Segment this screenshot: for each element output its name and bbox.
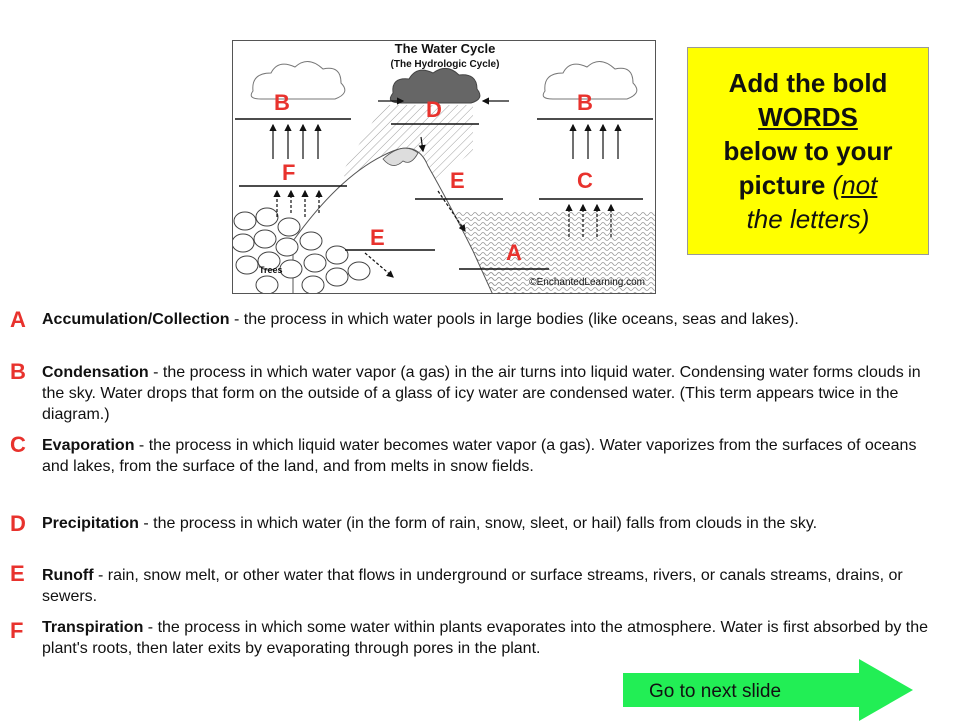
- term-letter-e: E: [10, 561, 25, 586]
- water-cycle-diagram: The Water Cycle (The Hydrologic Cycle) T…: [232, 40, 656, 294]
- term-accumulation: Accumulation/Collection - the process in…: [42, 309, 947, 330]
- term-definition: - the process in which water vapor (a ga…: [42, 364, 921, 423]
- term-definition: - the process in which water pools in la…: [229, 311, 799, 328]
- instruction-line-5: the letters): [746, 204, 870, 234]
- term-definition: - the process in which liquid water beco…: [42, 437, 917, 475]
- diagram-letter-c: C: [577, 168, 593, 193]
- term-evaporation: Evaporation - the process in which liqui…: [42, 435, 947, 477]
- diagram-letter-f: F: [282, 160, 296, 185]
- diagram-copyright: ©EnchantedLearning.com: [529, 277, 645, 288]
- term-name: Precipitation: [42, 515, 139, 532]
- term-condensation: Condensation - the process in which wate…: [42, 362, 947, 425]
- next-slide-button[interactable]: Go to next slide: [623, 659, 913, 721]
- term-name: Condensation: [42, 364, 149, 381]
- diagram-letter-b-left: B: [274, 90, 290, 115]
- term-letter-d: D: [10, 511, 26, 536]
- arrow-right-icon: [623, 659, 913, 721]
- term-transpiration: Transpiration - the process in which som…: [42, 617, 947, 659]
- diagram-letter-e-low: E: [370, 225, 385, 250]
- term-name: Accumulation/Collection: [42, 311, 230, 328]
- term-runoff: Runoff - rain, snow melt, or other water…: [42, 565, 947, 607]
- term-definition: - rain, snow melt, or other water that f…: [42, 567, 903, 605]
- term-name: Runoff: [42, 567, 94, 584]
- diagram-letter-e-mid: E: [450, 168, 465, 193]
- instruction-line-4: picture (not: [739, 168, 878, 202]
- instruction-picture: picture: [738, 170, 826, 200]
- term-letter-f: F: [10, 618, 24, 643]
- instruction-line-2: WORDS: [758, 102, 858, 132]
- term-name: Evaporation: [42, 437, 135, 454]
- diagram-title: The Water Cycle: [394, 41, 496, 56]
- diagram-letter-a: A: [506, 240, 522, 265]
- term-letter-a: A: [10, 307, 26, 332]
- term-letter-c: C: [10, 432, 26, 457]
- term-precipitation: Precipitation - the process in which wat…: [42, 513, 947, 534]
- next-slide-label: Go to next slide: [649, 681, 782, 702]
- trees-label: Trees: [259, 265, 283, 275]
- instruction-box: Add the bold WORDS below to your picture…: [687, 47, 929, 255]
- diagram-illustration: [233, 61, 655, 293]
- diagram-letter-d: D: [426, 97, 442, 122]
- instruction-open-paren: (: [825, 170, 842, 200]
- term-letter-b: B: [10, 359, 26, 384]
- instruction-line-3: below to your: [723, 136, 893, 166]
- term-definition: - the process in which water (in the for…: [138, 515, 818, 532]
- instruction-not: not: [841, 170, 878, 200]
- term-name: Transpiration: [42, 619, 144, 636]
- term-definition: - the process in which some water within…: [42, 619, 929, 657]
- diagram-subtitle: (The Hydrologic Cycle): [390, 59, 500, 70]
- diagram-letter-b-right: B: [577, 90, 593, 115]
- instruction-line-1: Add the bold: [728, 68, 888, 98]
